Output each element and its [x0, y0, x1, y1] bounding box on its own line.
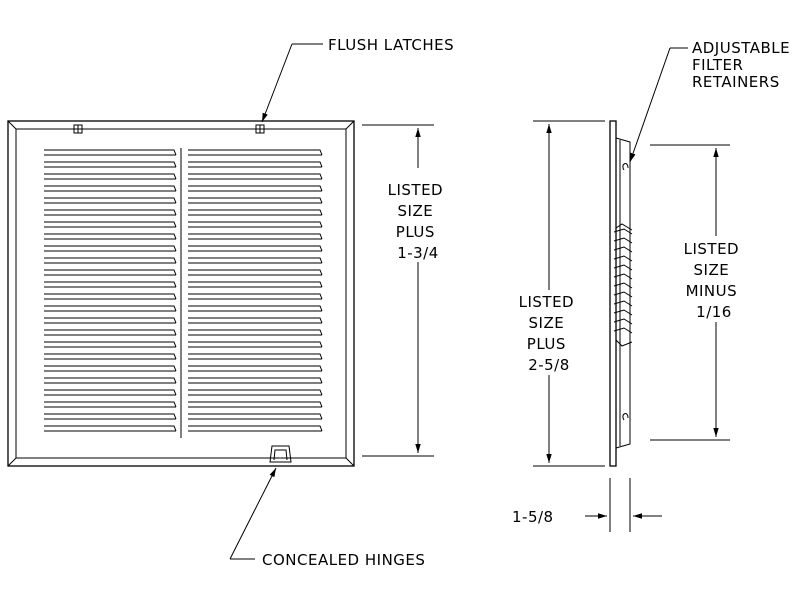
- filter-retainer-top: [622, 163, 629, 171]
- frame-corner-bl: [7, 457, 17, 467]
- louver-blade: [44, 305, 177, 312]
- louver-blade: [188, 281, 323, 288]
- louver-blade: [188, 245, 323, 252]
- front-height-label: LISTED SIZE PLUS 1-3/4: [388, 181, 449, 262]
- side-louver-profile: [613, 318, 633, 325]
- side-louver-profile: [613, 237, 633, 244]
- front-height-dimension: [362, 124, 434, 457]
- louver-blade: [44, 197, 177, 204]
- flush-latch-left: [73, 124, 83, 134]
- louver-blade: [44, 185, 177, 192]
- louver-blade: [188, 365, 323, 372]
- side-louver-profile: [613, 300, 633, 307]
- filter-retainers-leader: [629, 47, 688, 163]
- side-view: [609, 120, 633, 467]
- louver-blade: [44, 221, 177, 228]
- side-height-dimension: [533, 120, 605, 467]
- louver-blade: [44, 341, 177, 348]
- louver-blade: [44, 161, 177, 168]
- louver-blade: [188, 425, 323, 432]
- depth-label: 1-5/8: [512, 508, 554, 526]
- filter-height-label: LISTED SIZE MINUS 1/16: [684, 240, 745, 321]
- front-view: [7, 120, 355, 467]
- depth-dimension: [585, 478, 662, 532]
- louver-blade: [44, 257, 177, 264]
- louver-blade: [44, 173, 177, 180]
- outer-frame: [7, 120, 355, 467]
- side-louver-profile: [613, 273, 633, 280]
- louver-blade: [44, 401, 177, 408]
- side-louver-profile: [613, 309, 633, 316]
- louver-blade: [188, 401, 323, 408]
- louver-blade: [188, 221, 323, 228]
- louver-blade: [188, 341, 323, 348]
- louver-blade: [44, 281, 177, 288]
- louver-blade: [44, 377, 177, 384]
- flush-latches-label: FLUSH LATCHES: [328, 36, 454, 54]
- side-louver-profiles: [613, 228, 633, 334]
- frame-corner-tr: [345, 120, 355, 130]
- side-louver-profile: [613, 228, 633, 235]
- filter-retainer-bottom: [622, 413, 629, 421]
- side-louver-profile: [613, 264, 633, 271]
- frame-corner-tl: [7, 120, 17, 130]
- louver-blade: [188, 353, 323, 360]
- louver-blade: [44, 329, 177, 336]
- louver-blade: [188, 329, 323, 336]
- louver-blade: [188, 413, 323, 420]
- louver-blade: [44, 365, 177, 372]
- louver-blade: [44, 233, 177, 240]
- louver-blade: [188, 197, 323, 204]
- louver-blade: [188, 305, 323, 312]
- side-louver-profile: [613, 246, 633, 253]
- side-louver-profile: [613, 291, 633, 298]
- louver-blade: [188, 161, 323, 168]
- side-height-label: LISTED SIZE PLUS 2-5/8: [519, 293, 580, 374]
- frame-corner-br: [345, 457, 355, 467]
- louver-blade: [44, 245, 177, 252]
- filter-retainers-label: ADJUSTABLE FILTER RETAINERS: [692, 39, 795, 91]
- side-louver-profile: [613, 255, 633, 262]
- louver-blade: [188, 377, 323, 384]
- louver-blades: [44, 149, 323, 432]
- louver-blade: [44, 317, 177, 324]
- flush-latch-right: [255, 124, 265, 134]
- louver-blade: [188, 185, 323, 192]
- louver-blade: [44, 425, 177, 432]
- inner-frame: [15, 128, 347, 459]
- louver-blade: [44, 389, 177, 396]
- louver-blade: [188, 269, 323, 276]
- louver-blade: [44, 149, 177, 156]
- side-louver-profile: [613, 327, 633, 334]
- louver-blade: [188, 209, 323, 216]
- louver-blade: [44, 413, 177, 420]
- concealed-hinges-leader: [229, 467, 277, 560]
- concealed-hinge: [269, 445, 292, 463]
- concealed-hinges-label: CONCEALED HINGES: [262, 551, 425, 569]
- louver-blade: [188, 317, 323, 324]
- side-filter-frame: [615, 137, 631, 449]
- louver-blade: [188, 149, 323, 156]
- louver-blade: [188, 173, 323, 180]
- side-louver-profile: [613, 282, 633, 289]
- filter-height-dimension: [650, 144, 730, 441]
- side-face-plate: [609, 120, 617, 467]
- louver-blade: [44, 293, 177, 300]
- louver-blade: [188, 257, 323, 264]
- louver-blade: [44, 353, 177, 360]
- louver-blade: [188, 233, 323, 240]
- louver-blade: [44, 209, 177, 216]
- louver-profile-edges: [615, 223, 633, 347]
- louver-blade: [188, 389, 323, 396]
- louver-blade: [44, 269, 177, 276]
- louver-blade: [188, 293, 323, 300]
- flush-latches-leader: [261, 43, 323, 123]
